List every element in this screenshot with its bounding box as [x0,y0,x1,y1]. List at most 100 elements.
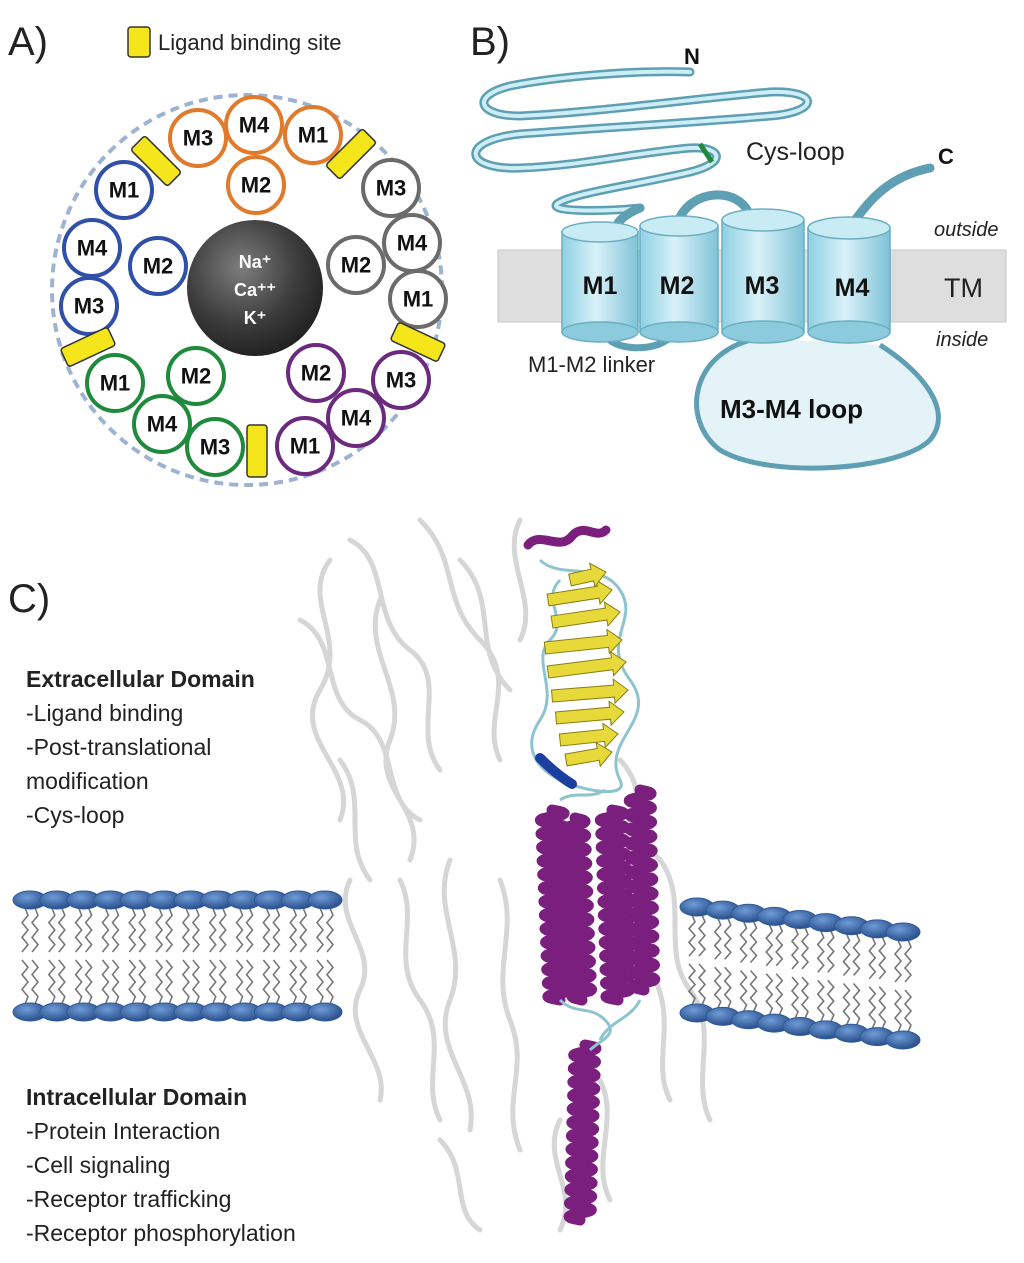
subunit-gray-m3-circle [361,158,421,218]
lipid-tail [84,907,93,953]
lipid-tail [155,907,164,953]
panel-b: B) [470,20,1007,471]
lipid-tail [325,907,335,953]
subunit-green-m3-label: M3 [200,435,231,460]
lipid-tail [299,959,308,1005]
lipid-heads-right-bottom [679,1003,921,1050]
lipid-tail [878,936,887,980]
tm-linker-coils [558,788,642,1052]
lipid-tail [816,979,825,1023]
lipid-heads-left-top [12,890,343,910]
binding-site [326,129,376,179]
beta-strand-arrow [558,722,619,749]
subunit-orange-m1-circle [283,105,343,165]
lipid-head [307,890,343,910]
intracellular-domain-text: Intracellular Domain -Protein Interactio… [26,1080,296,1250]
lipid-tail [155,959,164,1005]
lipid-tail [775,924,784,967]
lipid-tail [816,930,825,973]
m1-m2-linker-label: M1-M2 linker [528,352,655,377]
lipid-tail [262,907,271,953]
lipid-tail [790,927,800,970]
subunit-orange-m2-label: M2 [241,173,272,198]
binding-site [390,322,446,362]
cys-loop-bridge [697,142,715,164]
lipid-tail [790,976,800,1019]
subunit-orange-m3-label: M3 [183,126,214,151]
lipid-tail [218,959,227,1005]
subunit-green-m2-label: M2 [181,364,212,389]
lipid-tail [128,959,137,1005]
beta-strand [546,579,613,607]
n-terminus-label: N [684,44,700,69]
lipid-tail [208,907,217,953]
subunit-blue-m2-label: M2 [143,254,174,279]
lipid-tails-left [20,907,335,1005]
helix-m3-label: M3 [745,272,780,300]
lipid-tail [57,907,66,953]
beta-strand-arrow [550,678,629,705]
panel-c: C) [8,517,921,1233]
subunit-purple-m4-label: M4 [341,406,372,431]
ion-label-ca: Ca⁺⁺ [234,280,276,300]
panel-c-letter: C) [8,577,50,621]
legend-binding-site-label: Ligand binding site [158,30,341,55]
alpha-helix [594,804,636,1006]
central-pore [187,220,323,356]
cys-loop-label: Cys-loop [746,138,845,166]
ecd-coils [530,558,640,794]
lipid-tail [713,917,722,960]
alpha-helix [623,784,661,996]
subunit-green-m1-label: M1 [100,371,131,396]
subunit-green-m4-circle [132,394,192,454]
beta-strand [564,741,613,768]
lipid-tail [47,959,56,1005]
panel-a-letter: A) [8,20,48,64]
subunit-blue-m1-circle [94,160,154,220]
lipid-tail [74,959,83,1005]
lipid-tail [111,907,120,953]
beta-strand [550,678,629,705]
lipid-tail [101,959,110,1005]
lipid-tail [739,920,748,964]
beta-strand-arrow [564,741,613,768]
lipid-tail [713,966,722,1009]
m3-m4-loop-label: M3-M4 loop [720,394,863,424]
lipid-head [885,1030,921,1050]
lipid-tail [181,907,190,953]
lipid-tail [749,920,758,964]
helix-m2-label: M2 [660,272,695,300]
panel-b-letter: B) [470,20,510,64]
subunit-purple-m3-circle [371,350,431,410]
beta-strand [543,628,623,655]
beta-strand-arrow [546,579,613,607]
helix-m4-label: M4 [835,274,870,302]
lipid-tail [101,907,110,953]
intracellular-item: -Cell signaling [26,1152,171,1178]
subunit-gray-m2-circle [326,235,386,295]
beta-strand [558,722,619,749]
highlighted-subunit [523,525,661,1226]
lipid-tail [325,959,335,1005]
intracellular-item: -Receptor trafficking [26,1186,232,1212]
intracellular-item: -Receptor phosphorylation [26,1220,296,1246]
lipid-tail [852,982,861,1026]
transmembrane-helices [534,784,661,1226]
lipid-tail [878,986,887,1029]
subunit-green-m1-circle [85,353,145,413]
beta-strand-arrow [543,628,623,655]
helix-m1-label: M1 [583,272,618,300]
lipid-tail [165,907,174,953]
lipid-tail [208,959,217,1005]
lipid-tail [868,936,877,980]
lipid-tail [868,986,877,1029]
lipid-tail [697,914,707,957]
subunit-gray-m1-circle [388,269,448,329]
subunit-blue-m3-label: M3 [74,294,105,319]
lipid-head [307,1002,343,1022]
lipid-tail [826,930,835,973]
lipid-tail [235,907,244,953]
beta-strand-arrow [568,562,607,588]
